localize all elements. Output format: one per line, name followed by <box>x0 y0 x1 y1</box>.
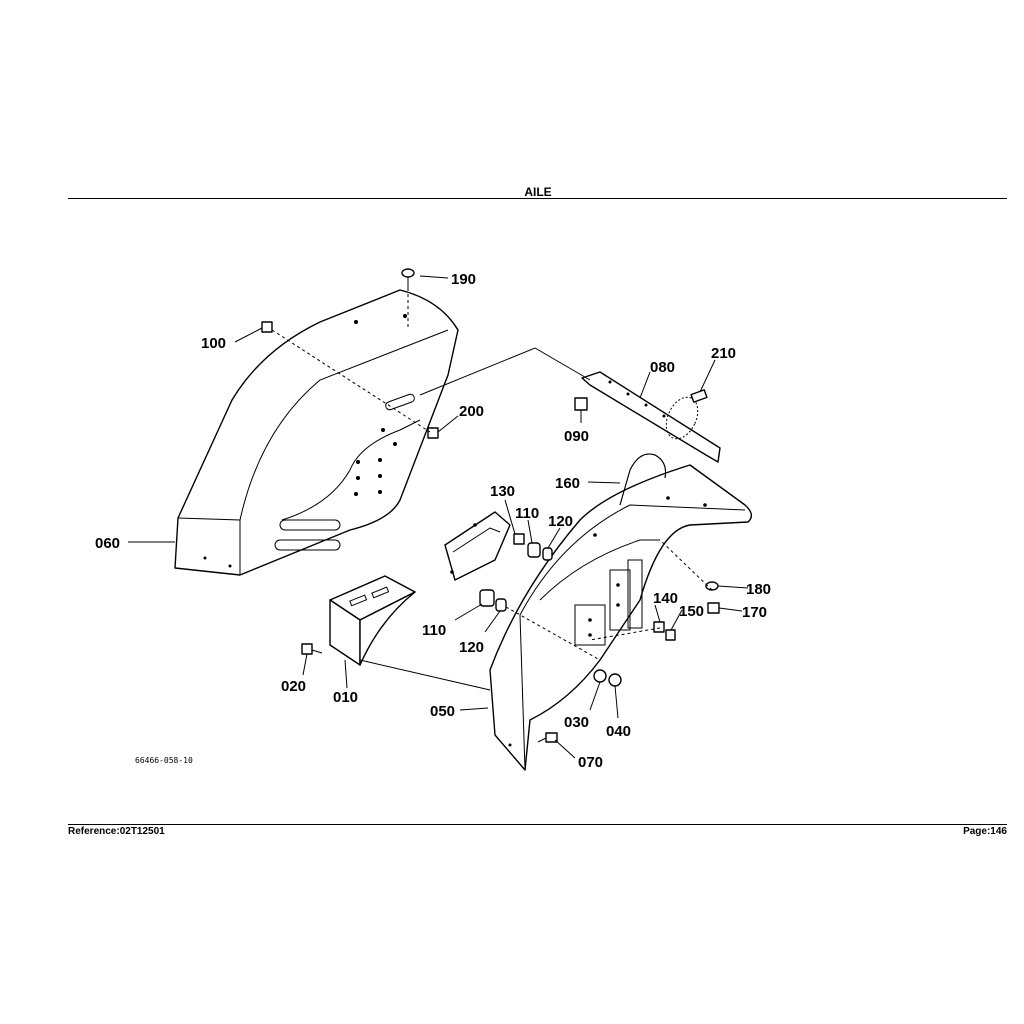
part-100-bolt <box>261 321 273 333</box>
callout-130: 130 <box>490 483 515 500</box>
callout-190: 190 <box>451 271 476 288</box>
part-170-nut <box>707 602 720 614</box>
callout-030: 030 <box>564 714 589 731</box>
part-120-washer-a <box>542 547 553 561</box>
callout-160: 160 <box>555 475 580 492</box>
part-180-washer <box>705 581 719 591</box>
callout-010: 010 <box>333 689 358 706</box>
part-140-nut <box>653 621 665 633</box>
assembly-lines <box>271 288 713 691</box>
part-110-bushing-b <box>479 589 495 607</box>
callout-140: 140 <box>653 590 678 607</box>
figure-code: 66466-058-10 <box>135 756 193 765</box>
callouts: 190 100 200 060 080 210 090 160 130 110 … <box>95 271 771 771</box>
callout-110-upper: 110 <box>515 505 539 522</box>
part-010-bracket <box>329 575 416 666</box>
part-050-right-fender <box>489 464 753 771</box>
part-020-bolt <box>301 643 323 655</box>
callout-100: 100 <box>201 335 226 352</box>
part-130-bolt <box>513 533 525 545</box>
part-110-bushing-a <box>527 542 541 558</box>
callout-170: 170 <box>742 604 767 621</box>
callout-120-lower: 120 <box>459 639 484 656</box>
callout-070: 070 <box>578 754 603 771</box>
part-080-stay <box>581 371 721 463</box>
part-200-nut <box>427 427 439 439</box>
part-090-clip <box>574 397 588 411</box>
callout-080: 080 <box>650 359 675 376</box>
callout-090: 090 <box>564 428 589 445</box>
header-rule <box>68 198 1007 199</box>
part-120-washer-b <box>495 598 507 612</box>
callout-040: 040 <box>606 723 631 740</box>
page-number: Page:146 <box>963 826 1007 837</box>
callout-060: 060 <box>95 535 120 552</box>
callout-150: 150 <box>679 603 704 620</box>
part-210-band <box>665 389 708 440</box>
footer-rule <box>68 824 1007 825</box>
part-060-left-fender <box>174 289 459 576</box>
part-150-bolt <box>665 629 676 641</box>
part-160-handle <box>619 453 666 506</box>
part-030-nut <box>593 669 607 683</box>
part-190-cap <box>401 268 415 288</box>
callout-210: 210 <box>711 345 736 362</box>
callout-180: 180 <box>746 581 771 598</box>
callout-200: 200 <box>459 403 484 420</box>
reference-label: Reference:02T12501 <box>68 826 165 837</box>
page-title: AILE <box>524 185 552 199</box>
leader-lines <box>128 275 749 759</box>
callout-120-upper: 120 <box>548 513 573 530</box>
part-070-bolt <box>537 732 558 743</box>
part-130-plate <box>444 511 511 581</box>
callout-020: 020 <box>281 678 306 695</box>
callout-110-lower: 110 <box>422 622 446 639</box>
callout-050: 050 <box>430 703 455 720</box>
part-040-nut <box>608 673 622 687</box>
